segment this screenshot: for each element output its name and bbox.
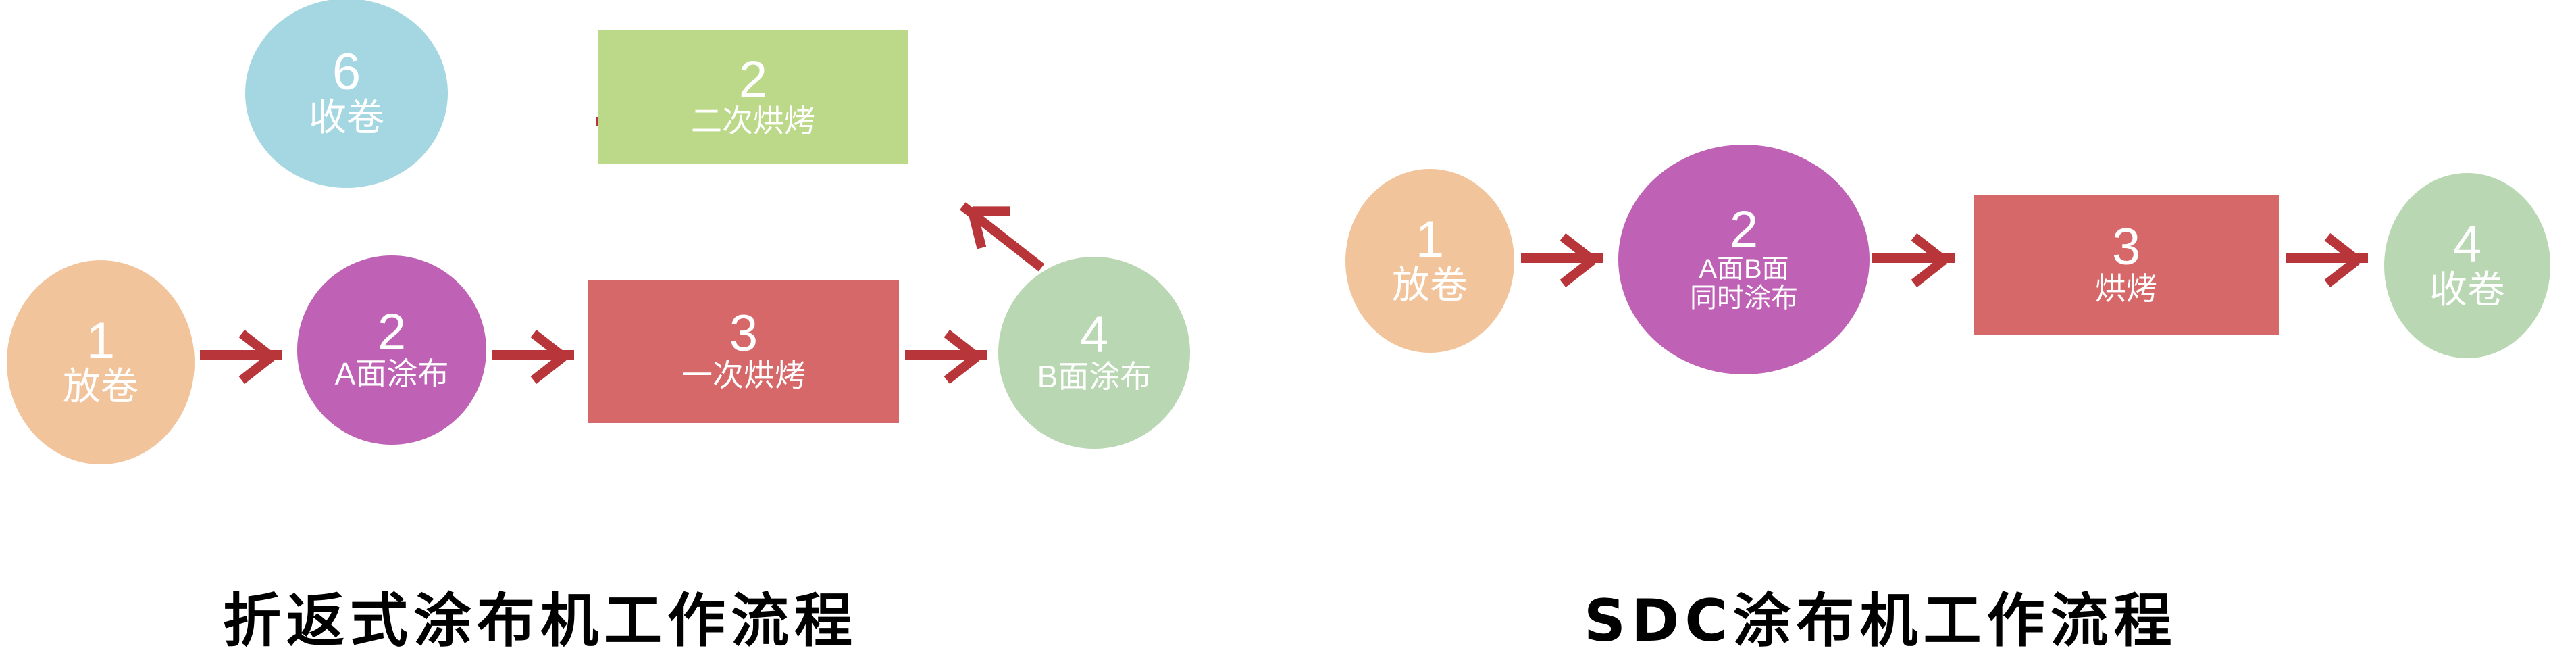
node-number: 2: [377, 303, 407, 362]
node-label: 二次烘烤: [691, 103, 815, 139]
node-number: 4: [2452, 215, 2482, 273]
node-unwind-right[interactable]: 1 放卷: [1345, 169, 1514, 353]
arrow-bake-to-rewind: [2286, 233, 2394, 287]
node-label: A面B面 同时涂布: [1690, 253, 1798, 313]
arrow-firstbake-to-coatb: [905, 330, 1013, 384]
arrow-coatab-to-bake: [1872, 233, 1980, 287]
node-number: 6: [332, 43, 361, 101]
node-label: 一次烘烤: [681, 358, 806, 393]
caption-left-diagram: 折返式涂布机工作流程: [223, 587, 858, 655]
node-coat-ab[interactable]: 2 A面B面 同时涂布: [1618, 145, 1870, 374]
arrow-coatb-to-secondbake: [928, 172, 1054, 283]
node-number: 3: [729, 305, 758, 363]
arrow-coata-to-firstbake: [492, 330, 600, 384]
node-coat-b[interactable]: 4 B面涂布: [998, 257, 1190, 449]
node-first-bake[interactable]: 3 一次烘烤: [588, 280, 899, 423]
node-coat-a[interactable]: 2 A面涂布: [297, 255, 486, 445]
node-label: 烘烤: [2095, 271, 2157, 307]
node-number: 1: [86, 312, 115, 370]
node-rewind-right[interactable]: 4 收卷: [2384, 173, 2550, 358]
node-number: 3: [2111, 218, 2141, 276]
arrow-unwind-to-coatab: [1521, 233, 1629, 287]
node-number: 2: [738, 50, 768, 108]
node-rewind-left[interactable]: 6 收卷: [245, 0, 448, 188]
caption-right-diagram: SDC涂布机工作流程: [1584, 587, 2178, 655]
node-bake[interactable]: 3 烘烤: [1974, 195, 2279, 335]
node-label: 收卷: [2429, 268, 2505, 311]
node-label: 收卷: [309, 95, 384, 139]
node-number: 1: [1415, 210, 1445, 268]
node-number: 2: [1729, 200, 1759, 258]
node-number: 4: [1079, 306, 1109, 364]
node-unwind-left[interactable]: 1 放卷: [7, 260, 195, 464]
node-label: 放卷: [63, 364, 138, 408]
node-label: A面涂布: [334, 356, 449, 392]
arrow-unwind-to-coata: [200, 330, 308, 384]
node-second-bake[interactable]: 2 二次烘烤: [598, 30, 908, 164]
node-label: 放卷: [1392, 263, 1468, 306]
node-label: B面涂布: [1037, 359, 1152, 395]
